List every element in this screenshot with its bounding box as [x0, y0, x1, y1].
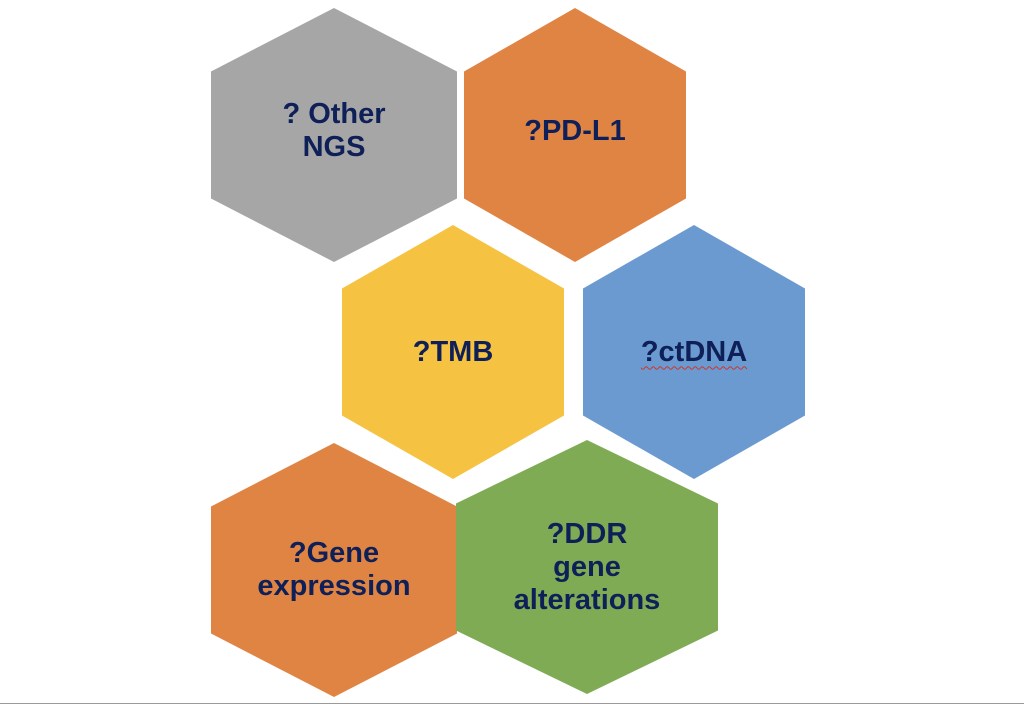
hexagon-gene-expression: ?Gene expression — [211, 443, 457, 697]
slide-bottom-border — [0, 703, 1024, 704]
hexagon-ddr: ?DDR gene alterations — [456, 440, 718, 694]
hexagon-label-ctdna: ?ctDNA — [640, 335, 748, 368]
hexagon-other-ngs: ? Other NGS — [211, 8, 457, 262]
hexagon-label-other-ngs: ? Other NGS — [282, 98, 386, 163]
hexagon-ctdna: ?ctDNA — [583, 225, 805, 479]
hexagon-label-tmb: ?TMB — [412, 335, 494, 368]
hexagon-label-gene-expression: ?Gene expression — [257, 537, 411, 602]
hexagon-pd-l1: ?PD-L1 — [464, 8, 686, 262]
hexagon-label-ddr: ?DDR gene alterations — [513, 517, 661, 616]
hexagon-label-pd-l1: ?PD-L1 — [524, 114, 626, 147]
hexagon-tmb: ?TMB — [342, 225, 564, 479]
